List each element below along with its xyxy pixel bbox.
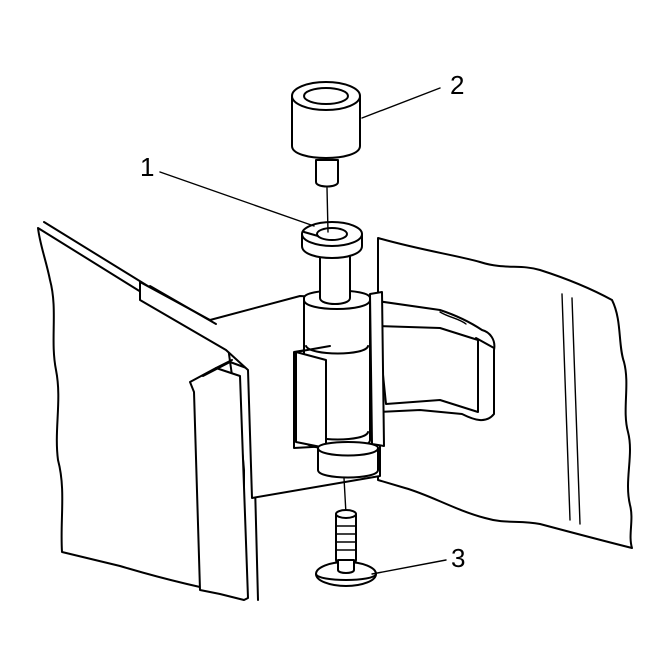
leader-line-3 [371,559,447,575]
leader-line-1 [159,171,315,227]
leader-line-2 [361,87,441,119]
hinge-strap [369,299,496,421]
hinge-pin [315,477,377,587]
door-panel [37,221,259,601]
hinge-knuckle [293,289,385,479]
callout-3: 3 [451,543,465,573]
callout-2: 2 [450,70,464,100]
callout-1: 1 [140,152,154,182]
installer-tool [291,81,361,233]
spring-retainer [301,221,363,305]
leader-lines [159,87,447,575]
